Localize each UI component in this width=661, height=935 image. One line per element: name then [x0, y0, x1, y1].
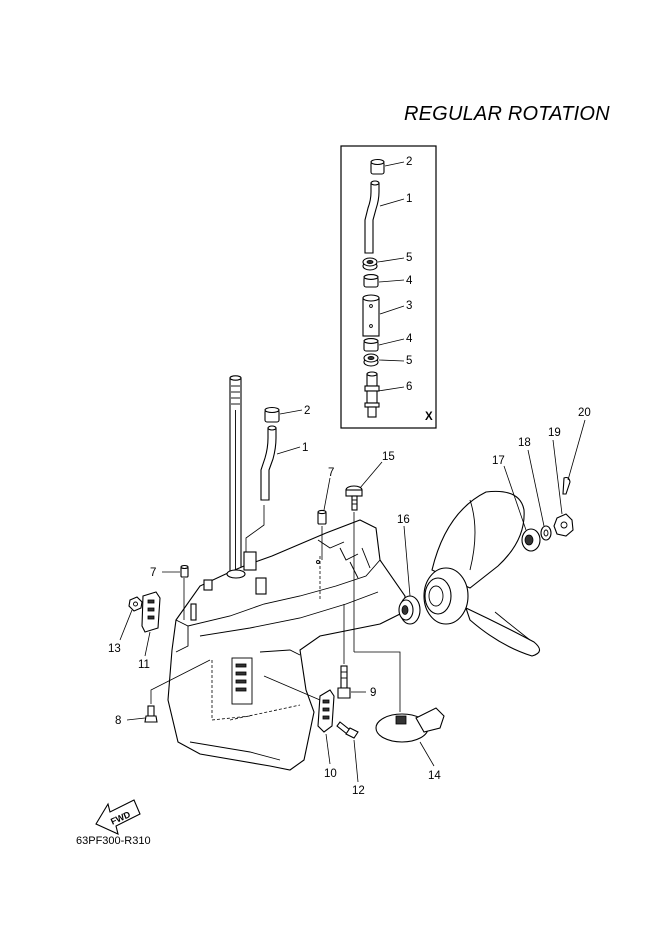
fwd-arrow: FWD	[95, 799, 141, 835]
inset-detail-x: X	[340, 145, 437, 429]
callout-5b-inset: 5	[406, 355, 412, 367]
inset-part-1-tube	[364, 180, 380, 254]
propeller	[423, 490, 541, 657]
callout-14: 14	[428, 770, 441, 782]
callout-20: 20	[578, 407, 591, 419]
anode-guide	[354, 651, 401, 712]
part-7a-dowel	[317, 509, 327, 525]
part-10-trim-tab-anode	[317, 689, 335, 733]
part-17-spacer	[521, 528, 541, 552]
inset-part-6-pipe	[364, 371, 380, 418]
callout-7b: 7	[150, 567, 156, 579]
callout-2: 2	[304, 405, 310, 417]
leader-lines	[119, 409, 586, 783]
callout-7a: 7	[328, 467, 334, 479]
inset-part-4a-seal	[363, 274, 379, 288]
part-20-cotter-pin	[562, 476, 571, 495]
callout-labels: 2 1 5 4 3 4 5 6 2 1 7 15 16 17 18 19 20 …	[108, 156, 591, 797]
callout-17: 17	[492, 455, 505, 467]
lower-unit-housing	[167, 519, 406, 771]
part-12-screw	[336, 721, 359, 739]
callout-10: 10	[324, 768, 337, 780]
callout-13: 13	[108, 643, 121, 655]
callout-12: 12	[352, 785, 365, 797]
screw-8-guide	[150, 659, 211, 704]
callout-4a-inset: 4	[406, 275, 413, 287]
part-7b-dowel	[180, 564, 189, 578]
inset-part-5b-grommet	[363, 353, 379, 367]
callout-3-inset: 3	[406, 300, 412, 312]
callout-8: 8	[115, 715, 121, 727]
callout-15: 15	[382, 451, 395, 463]
part-8-screw	[144, 705, 158, 723]
inset-part-3-sleeve	[362, 294, 380, 337]
callout-16: 16	[397, 514, 410, 526]
callout-1-inset: 1	[406, 193, 412, 205]
inset-part-4b-seal	[363, 338, 379, 352]
part-15-bolt	[345, 485, 363, 511]
callout-6-inset: 6	[406, 381, 412, 393]
diagram-code: 63PF300-R310	[76, 835, 151, 847]
callout-9: 9	[370, 687, 376, 699]
part-18-washer	[540, 525, 552, 541]
part-2-cap	[264, 406, 280, 423]
part-1-tube	[260, 425, 277, 501]
inset-part-5a-grommet	[362, 257, 378, 271]
callout-4b-inset: 4	[406, 333, 413, 345]
callout-5a-inset: 5	[406, 252, 412, 264]
part-11-anode	[141, 591, 161, 633]
part-16-thrust-washer	[398, 595, 421, 625]
callout-11: 11	[138, 659, 150, 671]
part-14-anode-plate	[375, 707, 445, 743]
diagram-title: REGULAR ROTATION	[404, 103, 610, 125]
anode-10-guide	[263, 675, 321, 701]
tube-guide-line	[245, 505, 265, 556]
part-19-nut	[553, 513, 574, 537]
part-9-bolt	[337, 665, 351, 699]
callout-2-inset: 2	[406, 156, 412, 168]
drive-shaft	[229, 375, 242, 574]
part-13-nut	[128, 596, 143, 612]
callout-19: 19	[548, 427, 561, 439]
inset-label: X	[425, 411, 433, 423]
callout-1: 1	[302, 442, 308, 454]
inset-part-2-cap	[370, 158, 385, 175]
callout-18: 18	[518, 437, 531, 449]
